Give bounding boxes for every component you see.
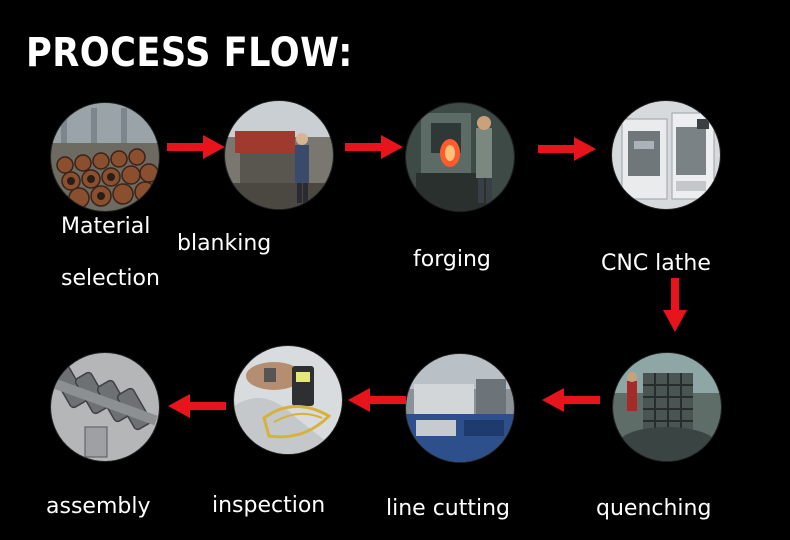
step-cnc-lathe-image [611,100,721,210]
step-inspection-label: inspection [212,493,326,518]
arrow-right-icon [538,137,596,161]
arrow-right-icon [167,135,225,159]
step-forging-image [405,102,515,212]
arrow-left-icon [168,394,226,418]
arrow-left-icon [348,388,406,412]
step-material-selection-image [50,102,160,212]
arrow-left-icon [542,388,600,412]
page-title: PROCESS FLOW: [26,30,353,76]
step-blanking-image [224,100,334,210]
step-line-cutting-image [405,353,515,463]
step-assembly-image [50,352,160,462]
step-cnc-lathe-label: CNC lathe [601,251,711,276]
step-quenching-label: quenching [596,496,712,521]
arrow-down-icon [663,278,687,332]
step-inspection-image [233,345,343,455]
step-quenching-image [612,352,722,462]
arrow-right-icon [345,135,403,159]
step-material-selection-label-1: Material [61,214,151,239]
step-forging-label: forging [413,247,491,272]
step-blanking-label: blanking [177,231,272,256]
step-assembly-label: assembly [46,494,151,519]
step-material-selection-label-2: selection [61,266,160,291]
step-line-cutting-label: line cutting [386,496,511,521]
